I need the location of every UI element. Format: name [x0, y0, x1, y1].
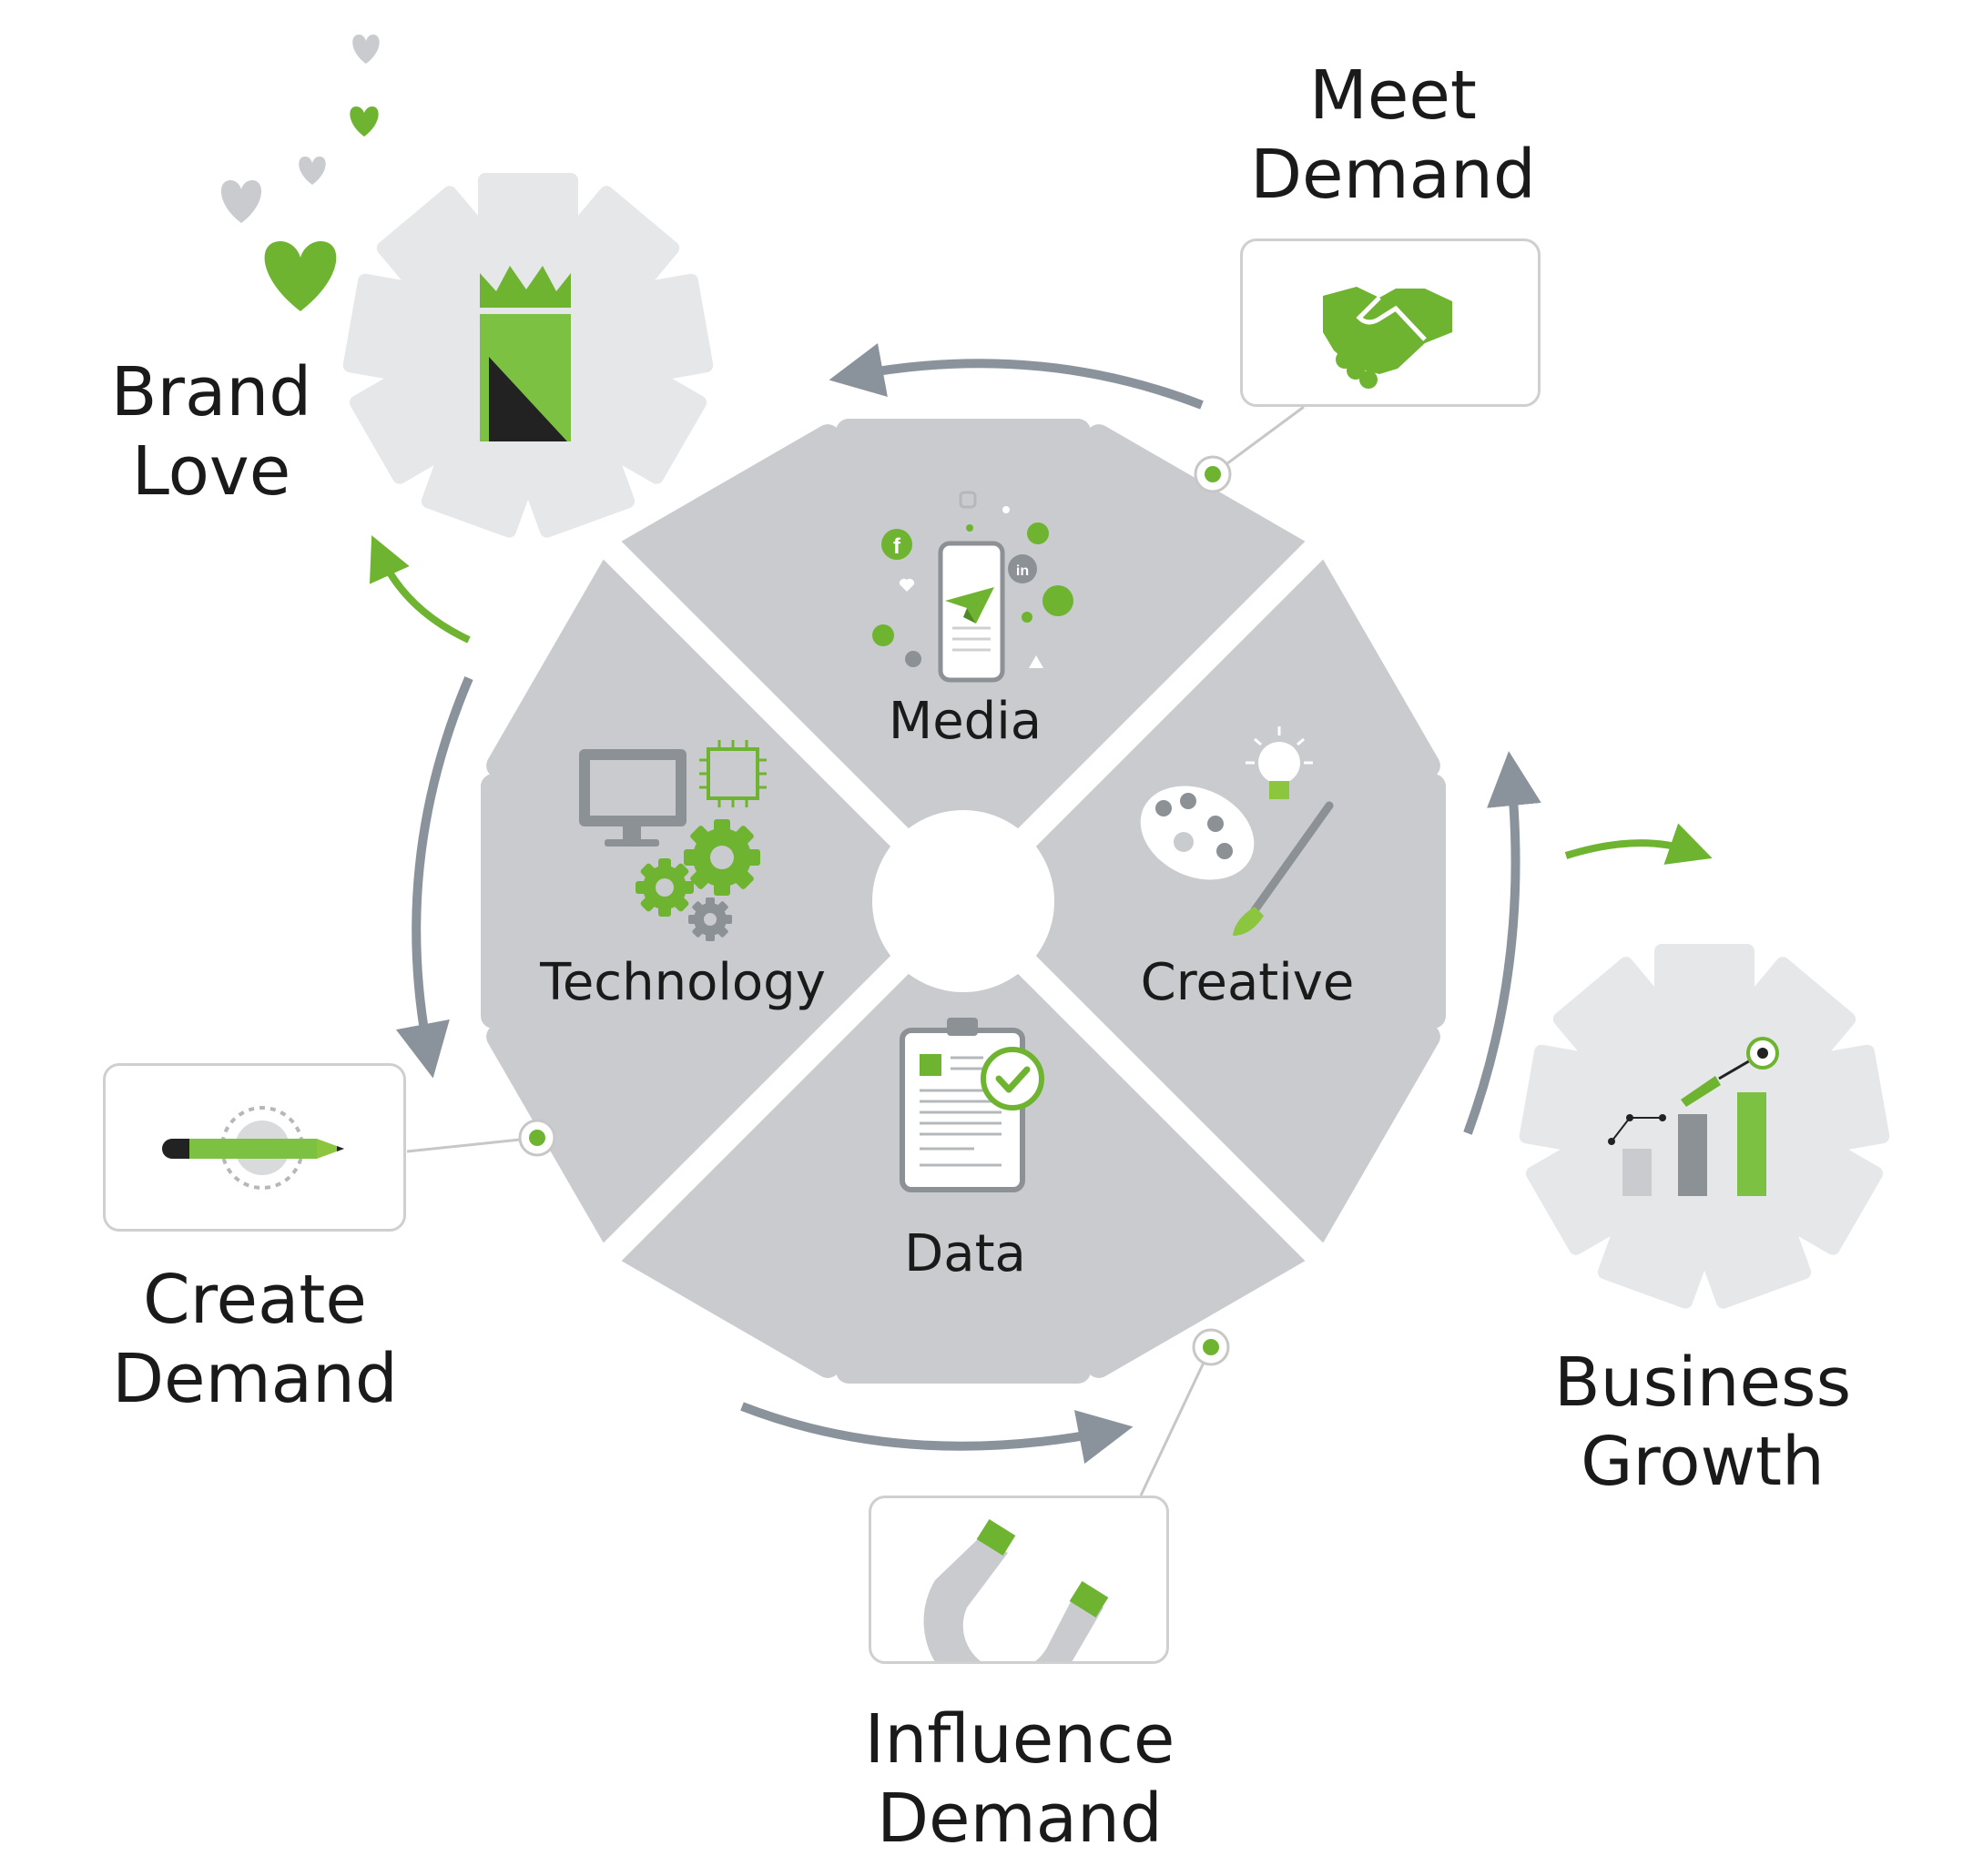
- arrow-create-to-influence: [740, 1402, 1134, 1465]
- label-create-demand: Create Demand: [73, 1261, 437, 1420]
- pinterest-icon: [905, 651, 921, 667]
- arrow-to-brand-love: [369, 535, 471, 644]
- pencil-gear-icon: [162, 1106, 344, 1190]
- tech-cogs-icon: [636, 819, 760, 941]
- notification-icon: [1027, 522, 1049, 544]
- facebook-icon: [881, 529, 912, 560]
- chip-icon: [699, 740, 767, 807]
- label-create-demand-line1: Create: [143, 1261, 367, 1339]
- triangle-icon: [1029, 655, 1043, 668]
- heart-icon-green-small: [350, 106, 379, 137]
- heart-icon-grey-top: [352, 35, 380, 64]
- segment-label-media: Media: [888, 692, 1042, 751]
- technology-computer-icon: [579, 749, 686, 847]
- label-influence-demand-line2: Demand: [877, 1780, 1163, 1859]
- paint-palette-icon: [1140, 786, 1255, 880]
- heart-icon-grey-small: [299, 157, 326, 185]
- influence-demand-card: [869, 1496, 1169, 1701]
- facebook-letter: f: [893, 534, 901, 559]
- crown-logo-icon: [480, 266, 571, 441]
- create-demand-card: [103, 1063, 406, 1232]
- label-business-growth: Business Growth: [1511, 1344, 1894, 1503]
- instagram-icon: [959, 491, 977, 509]
- meet-demand-card: [1240, 238, 1541, 407]
- media-phone-icon: [938, 541, 1005, 683]
- arrow-brand-to-create: [395, 676, 473, 1079]
- label-meet-demand: Meet Demand: [1211, 56, 1575, 216]
- label-business-growth-line2: Growth: [1581, 1423, 1825, 1502]
- magnet-icon: [923, 1518, 1109, 1701]
- growth-bar-icon: [1608, 1037, 1779, 1196]
- label-meet-demand-line1: Meet: [1309, 56, 1477, 135]
- label-brand-love-line2: Love: [131, 432, 291, 512]
- like-icon: [872, 624, 894, 646]
- label-create-demand-line2: Demand: [112, 1340, 398, 1419]
- label-brand-love-line1: Brand: [110, 353, 312, 431]
- arrow-meet-to-brand: [829, 343, 1204, 410]
- heart-icon-large-green: [264, 241, 337, 311]
- heart-small-icon: [899, 578, 915, 592]
- handshake-icon: [1323, 287, 1452, 389]
- hearts-group: [220, 35, 380, 311]
- social-media-icons: f in: [872, 491, 1073, 668]
- gear-center-hole: [872, 810, 1054, 992]
- segment-label-data: Data: [904, 1224, 1026, 1283]
- rocket-icon: [1681, 1076, 1721, 1107]
- twitter-icon: [1042, 585, 1073, 616]
- label-influence-demand-line1: Influence: [864, 1700, 1175, 1779]
- label-influence-demand: Influence Demand: [819, 1700, 1220, 1860]
- heart-icon-grey: [220, 180, 262, 223]
- segment-label-technology: Technology: [540, 953, 826, 1012]
- label-brand-love: Brand Love: [75, 353, 348, 512]
- segment-label-creative: Creative: [1140, 953, 1355, 1012]
- main-gear: [481, 419, 1446, 1384]
- lightbulb-icon: [1246, 726, 1313, 799]
- label-meet-demand-line2: Demand: [1250, 136, 1536, 215]
- paintbrush-icon: [1233, 801, 1334, 936]
- linkedin-letters: in: [1016, 563, 1029, 579]
- clipboard-icon: [900, 1018, 1044, 1192]
- linkedin-icon: [1008, 554, 1037, 583]
- arrow-to-business-growth: [1564, 823, 1713, 865]
- arrow-to-meet: [1463, 751, 1541, 1135]
- label-business-growth-line1: Business: [1553, 1344, 1852, 1422]
- brand-love-gear: [342, 173, 714, 538]
